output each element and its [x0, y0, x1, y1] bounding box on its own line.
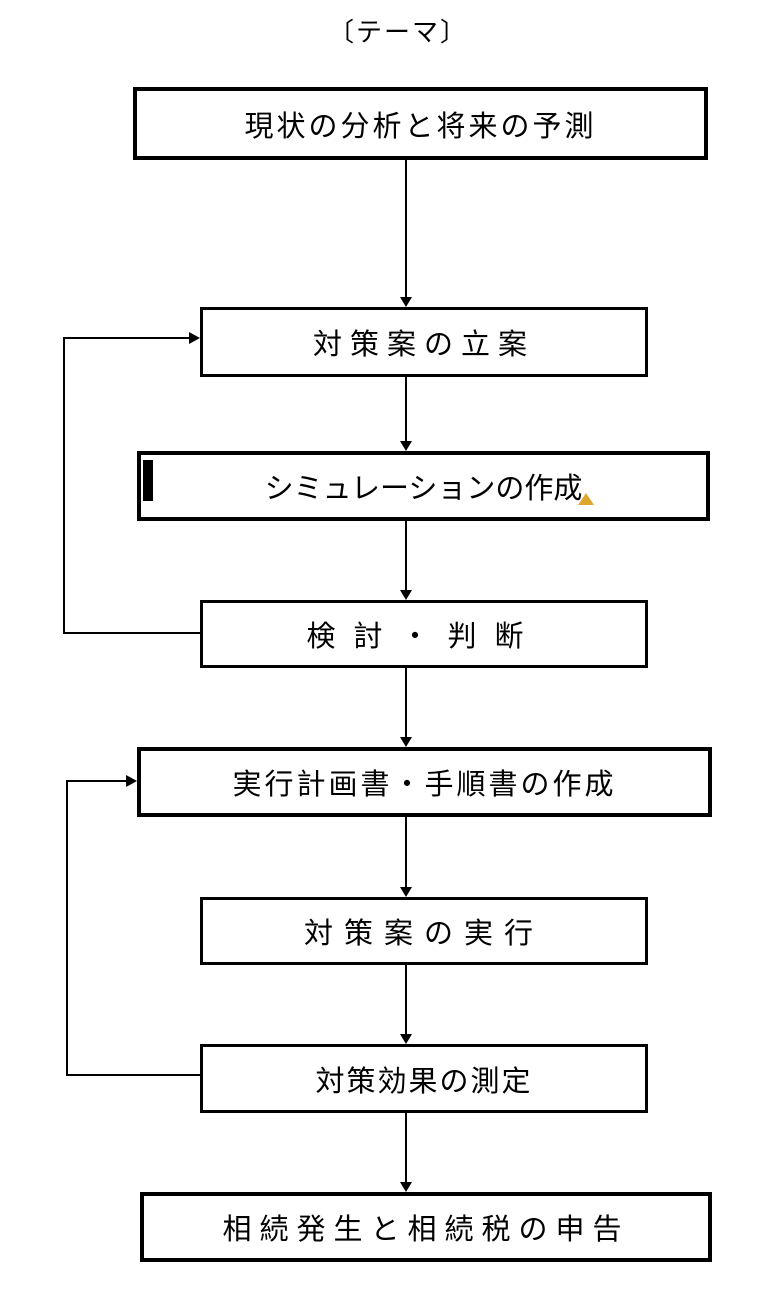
- node-current-analysis[interactable]: 現状の分析と将来の予測: [133, 87, 708, 160]
- node-label: 現状の分析と将来の予測: [244, 110, 597, 143]
- connector-analysis-to-plan-line: [405, 160, 407, 297]
- node-inheritance-tax-filing[interactable]: 相続発生と相続税の申告: [140, 1192, 712, 1262]
- node-label: 対策効果の測定: [315, 1065, 533, 1098]
- feedback-measure-to-docs-bottom-line: [66, 1074, 200, 1076]
- connector-plan-to-simulation-line: [405, 377, 407, 441]
- feedback-review-to-plan-top-line: [63, 337, 189, 339]
- diagram-title: 〔テーマ〕: [327, 18, 468, 47]
- feedback-review-to-plan-vertical-line: [63, 337, 65, 634]
- arrowhead-down-icon: [400, 590, 412, 600]
- node-plan-drafting[interactable]: 対策案の立案: [200, 307, 648, 377]
- arrowhead-down-icon: [400, 1182, 412, 1192]
- arrowhead-down-icon: [400, 441, 412, 451]
- arrowhead-down-icon: [400, 887, 412, 897]
- node-label: 対策案の実行: [303, 918, 544, 950]
- connector-execution-to-measure-line: [405, 965, 407, 1034]
- connector-measure-to-inheritance-line: [405, 1113, 407, 1182]
- connector-simulation-to-review-line: [405, 521, 407, 590]
- feedback-review-to-plan-bottom-line: [63, 632, 200, 634]
- arrowhead-down-icon: [400, 1034, 412, 1044]
- text-cursor: [143, 460, 153, 501]
- arrowhead-right-icon: [189, 332, 200, 344]
- feedback-measure-to-docs-vertical-line: [66, 780, 68, 1076]
- arrowhead-down-icon: [400, 737, 412, 747]
- autocorrect-marker-icon: [578, 493, 594, 505]
- connector-review-to-docs-line: [405, 668, 407, 737]
- node-label: 実行計画書・手順書の作成: [232, 769, 617, 801]
- connector-docs-to-execution-line: [405, 817, 407, 887]
- node-label: シミュレーションの作成: [264, 473, 583, 505]
- feedback-measure-to-docs-top-line: [66, 780, 126, 782]
- node-label: 対策案の立案: [312, 329, 535, 361]
- arrowhead-right-icon: [126, 775, 137, 787]
- node-label: 相続発生と相続税の申告: [222, 1214, 630, 1246]
- node-plan-execution[interactable]: 対策案の実行: [200, 897, 648, 965]
- node-label: 検討・判断: [306, 621, 542, 653]
- node-review-judgment[interactable]: 検討・判断: [200, 600, 648, 668]
- node-execution-plan-docs[interactable]: 実行計画書・手順書の作成: [137, 747, 712, 817]
- arrowhead-down-icon: [400, 297, 412, 307]
- node-effect-measurement[interactable]: 対策効果の測定: [200, 1044, 648, 1113]
- node-simulation-creation[interactable]: シミュレーションの作成: [137, 451, 710, 521]
